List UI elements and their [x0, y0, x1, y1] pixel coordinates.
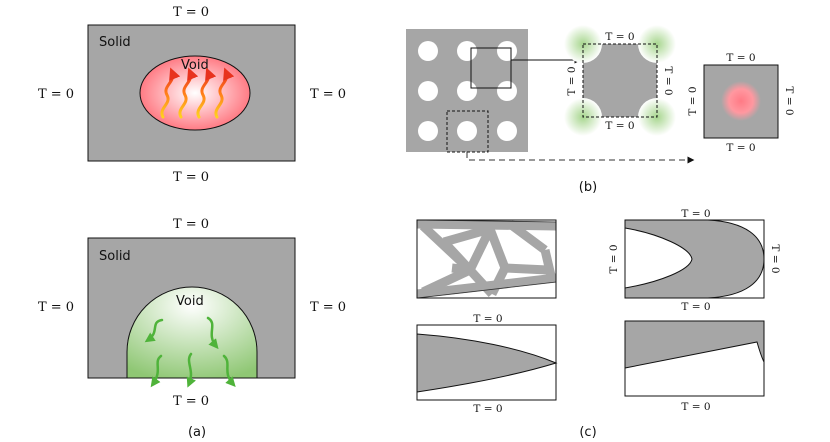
- panel-c: T = 0 T = 0 T = 0 T = 0 T = 0 T = 0 T = …: [416, 208, 781, 440]
- hole: [457, 81, 477, 101]
- boundary-label-top: T = 0: [473, 313, 502, 325]
- panel-a-top: Solid Void T = 0 T = 0 T = 0 T = 0: [38, 5, 346, 185]
- boundary-label-bottom: T = 0: [173, 170, 209, 185]
- boundary-label-bottom: T = 0: [681, 401, 710, 413]
- boundary-label-right: T = 0: [310, 87, 346, 102]
- solid-label: Solid: [99, 35, 131, 50]
- cooling-arrow: [206, 316, 219, 350]
- boundary-label-left: T = 0: [687, 86, 699, 115]
- cooling-arrows: [144, 316, 236, 388]
- caption-b: (b): [579, 180, 597, 195]
- boundary-label-left: T = 0: [38, 300, 74, 315]
- hole: [457, 121, 477, 141]
- panel-b: T = 0 T = 0 T = 0 T = 0 T = 0 T = 0 T = …: [406, 25, 795, 195]
- cooling-arrow: [222, 354, 236, 387]
- hole: [418, 121, 438, 141]
- cooling-arrow: [150, 354, 163, 388]
- boundary-label-top: T = 0: [726, 52, 755, 64]
- boundary-label-right: T = 0: [769, 244, 781, 273]
- zoom-arrow-dashed: [466, 152, 695, 164]
- topology-tapered: T = 0 T = 0: [416, 313, 558, 415]
- heat-arrow: [214, 67, 235, 119]
- void-label: Void: [181, 58, 209, 73]
- cooling-arrow: [186, 352, 196, 388]
- selection-box-solid: [470, 47, 512, 89]
- heat-arrows: [160, 67, 235, 119]
- void-region-hot: [139, 55, 251, 131]
- heat-source: [721, 81, 761, 121]
- boundary-label-top: T = 0: [605, 31, 634, 43]
- boundary-label-left: T = 0: [38, 87, 74, 102]
- heat-arrow: [178, 67, 199, 119]
- boundary-label-bottom: T = 0: [173, 394, 209, 409]
- hole: [418, 41, 438, 61]
- hole: [457, 41, 477, 61]
- topology-wedge: T = 0: [624, 320, 765, 413]
- boundary-label-left: T = 0: [608, 244, 620, 273]
- boundary-label-right: T = 0: [310, 300, 346, 315]
- boundary-label-top: T = 0: [173, 217, 209, 232]
- hole: [418, 81, 438, 101]
- topology-parabolic: T = 0 T = 0 T = 0 T = 0: [608, 208, 781, 313]
- unit-cell-heated: T = 0 T = 0 T = 0 T = 0: [687, 52, 795, 154]
- boundary-label-bottom: T = 0: [726, 142, 755, 154]
- solid-label: Solid: [99, 249, 131, 264]
- void-label: Void: [176, 294, 204, 309]
- boundary-label-right: T = 0: [783, 86, 795, 115]
- boundary-label-bottom: T = 0: [681, 301, 710, 313]
- plate-holes: [418, 41, 517, 141]
- corner-void: [638, 25, 676, 63]
- boundary-label-right: T = 0: [662, 66, 674, 95]
- heat-arrow: [160, 67, 181, 119]
- caption-a: (a): [188, 425, 206, 440]
- caption-c: (c): [579, 425, 596, 440]
- boundary-label-bottom: T = 0: [605, 120, 634, 132]
- boundary-label-left: T = 0: [566, 66, 578, 95]
- unit-cell-cooled: T = 0 T = 0 T = 0 T = 0: [564, 25, 676, 136]
- cooling-arrow: [144, 318, 164, 343]
- hole: [497, 41, 517, 61]
- panel-a-bottom: Solid Void T = 0 T = 0 T = 0 T = 0 (a): [38, 217, 346, 440]
- topology-truss: [416, 219, 557, 299]
- hole: [497, 81, 517, 101]
- boundary-label-top: T = 0: [681, 208, 710, 220]
- hole: [497, 121, 517, 141]
- boundary-label-top: T = 0: [173, 5, 209, 20]
- heat-arrow: [196, 67, 217, 119]
- boundary-label-bottom: T = 0: [473, 403, 502, 415]
